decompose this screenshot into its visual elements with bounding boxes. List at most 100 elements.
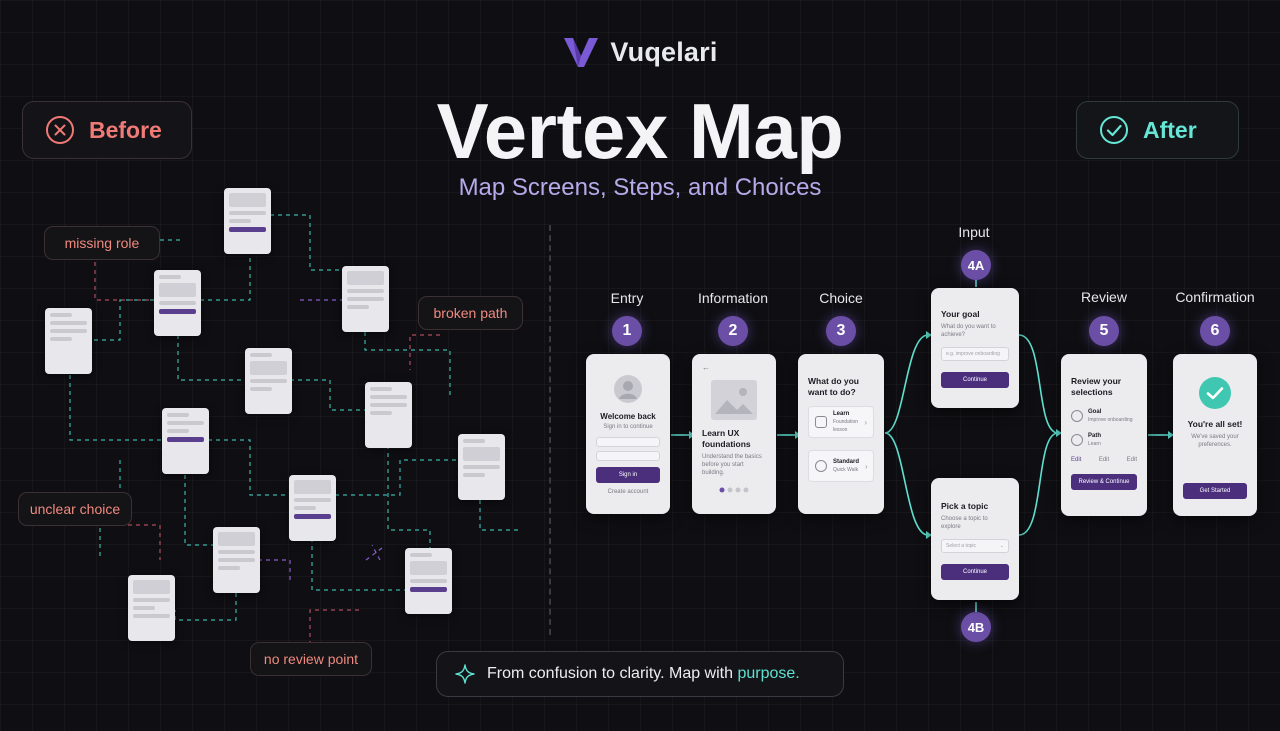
step-label-information: Information — [697, 290, 769, 306]
flow-connector — [1018, 334, 1059, 434]
step-badge-4a: 4A — [961, 250, 991, 280]
screen-learn: ← Learn UX foundations Understand the ba… — [692, 354, 776, 514]
messy-connector — [94, 262, 150, 301]
sign-in-button[interactable]: Sign in — [596, 467, 660, 483]
after-label: After — [1076, 101, 1239, 159]
option-title: Standard — [833, 459, 860, 465]
tagline-main: From confusion to clarity. Map with — [487, 665, 738, 682]
goal-continue-button[interactable]: Continue — [941, 372, 1009, 388]
learn-title: Learn UX foundations — [702, 428, 751, 449]
step-badge-6: 6 — [1200, 316, 1230, 346]
password-field[interactable] — [596, 451, 660, 461]
messy-connector — [365, 544, 383, 561]
step-label-input: Input — [958, 224, 990, 240]
screen-choice: What do you want to do? Learn Foundation… — [798, 354, 884, 514]
brand: Vuqelari — [0, 34, 1280, 70]
email-field[interactable] — [596, 437, 660, 447]
after-text: After — [1143, 116, 1197, 143]
compass-icon — [815, 460, 827, 472]
option-subtitle: Foundation lesson — [833, 419, 859, 433]
create-account-link[interactable]: Create account — [607, 489, 649, 495]
arrow-icon — [1056, 429, 1062, 437]
screen-welcome: Welcome back Sign in to continue Sign in… — [586, 354, 670, 514]
flow-connector — [1018, 432, 1059, 536]
step-badge-4b: 4B — [961, 612, 991, 642]
messy-connector — [200, 229, 251, 301]
mini-screen — [342, 266, 389, 332]
step-label-review: Review — [1081, 289, 1127, 305]
topic-continue-button[interactable]: Continue — [941, 564, 1009, 580]
back-arrow-icon[interactable]: ← — [702, 363, 710, 372]
mini-screen — [458, 434, 505, 500]
issue-tag-broken-path: broken path — [418, 296, 523, 330]
avatar-icon — [614, 375, 642, 403]
screen-goal: Your goal What do you want to achieve? e… — [931, 288, 1019, 408]
mini-screen — [45, 308, 92, 374]
page-subtitle: Map Screens, Steps, and Choices — [458, 174, 822, 201]
goal-input[interactable]: e.g. improve onboarding — [941, 347, 1009, 361]
choice-option-standard[interactable]: Standard Quick Walk › — [808, 450, 874, 482]
issue-tag-unclear-choice: unclear choice — [18, 492, 132, 526]
messy-connector — [177, 335, 245, 381]
step-badge-3: 3 — [826, 316, 856, 346]
review-item-value: Improve onboarding — [1088, 417, 1133, 423]
mini-screen — [289, 475, 336, 541]
arrow-icon — [926, 331, 932, 339]
screen-review: Review your selections Goal Improve onbo… — [1061, 354, 1147, 516]
edit-link[interactable]: Edit — [1071, 457, 1082, 463]
mini-screen — [162, 408, 209, 474]
messy-connector — [250, 559, 291, 580]
mini-screen — [224, 188, 271, 254]
flow-connector — [884, 334, 929, 434]
done-subtitle: We've saved your preferences. — [1191, 434, 1239, 448]
topic-select[interactable]: Select a topic ⌄ — [941, 539, 1009, 553]
messy-connector — [120, 524, 161, 560]
sparkle-icon — [455, 664, 475, 684]
step-label-entry: Entry — [610, 290, 644, 306]
review-continue-button[interactable]: Review & Continue — [1071, 474, 1137, 490]
tagline-text: From confusion to clarity. Map with purp… — [487, 665, 800, 683]
review-item-title: Path — [1088, 433, 1102, 439]
page-title: Vertex Map — [436, 87, 844, 175]
messy-connector — [290, 379, 365, 411]
check-circle-icon — [1100, 116, 1128, 144]
screen-confirmation: You're all set! We've saved your prefere… — [1173, 354, 1257, 516]
messy-connector — [479, 500, 520, 531]
step-label-choice: Choice — [819, 290, 863, 306]
done-title: You're all set! — [1187, 419, 1243, 429]
x-circle-icon — [46, 116, 74, 144]
get-started-button[interactable]: Get Started — [1183, 483, 1247, 499]
topic-select-value: Select a topic — [946, 543, 977, 549]
learn-subtitle: Understand the basics before you start b… — [702, 454, 762, 476]
chevron-right-icon: › — [864, 417, 867, 427]
messy-connector — [300, 299, 346, 320]
path-icon — [1071, 434, 1083, 446]
messy-connector — [387, 445, 431, 548]
edit-link[interactable]: Edit — [1126, 457, 1137, 463]
goal-subtitle: What do you want to achieve? — [941, 324, 996, 338]
messy-connector — [174, 593, 237, 621]
before-text: Before — [89, 116, 162, 143]
step-badge-2: 2 — [718, 316, 748, 346]
chevron-down-icon: ⌄ — [999, 543, 1004, 549]
messy-connector — [99, 460, 121, 560]
screen-topic: Pick a topic Choose a topic to explore S… — [931, 478, 1019, 600]
review-item-title: Goal — [1088, 409, 1102, 415]
welcome-subtitle: Sign in to continue — [603, 424, 653, 430]
review-title: Review your selections — [1071, 376, 1122, 397]
choice-option-learn[interactable]: Learn Foundation lesson › — [808, 406, 874, 438]
choice-title: What do you want to do? — [808, 376, 859, 397]
mini-screen — [365, 382, 412, 448]
mini-screen — [154, 270, 201, 336]
messy-connector — [311, 530, 405, 591]
review-item-value: Learn — [1088, 441, 1101, 447]
vertex-logo-icon — [564, 38, 599, 67]
arrow-icon — [1168, 431, 1174, 439]
edit-link[interactable]: Edit — [1098, 457, 1110, 463]
tagline: From confusion to clarity. Map with purp… — [436, 651, 844, 697]
chevron-right-icon: › — [865, 461, 868, 471]
option-subtitle: Quick Walk — [833, 467, 859, 473]
step-badge-1: 1 — [612, 316, 642, 346]
pagination-dots — [719, 487, 749, 493]
issue-tag-no-review-point: no review point — [250, 642, 372, 676]
